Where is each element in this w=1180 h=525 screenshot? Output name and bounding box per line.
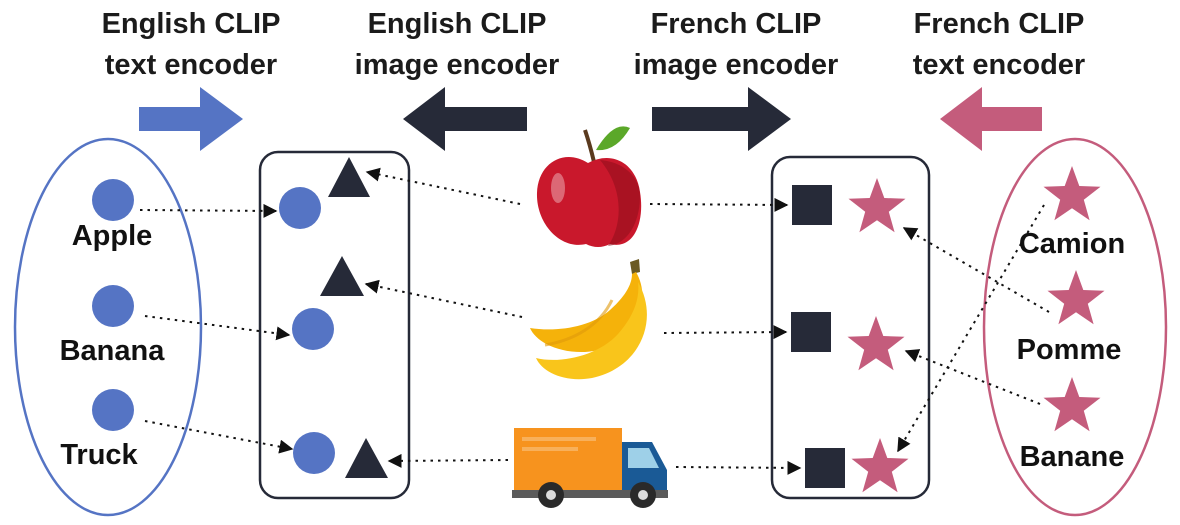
arrow-right-dark-icon <box>652 87 791 151</box>
english-word-dot <box>92 389 134 431</box>
connector <box>675 460 802 475</box>
french-word-star <box>1043 166 1101 221</box>
english-image-embedding <box>328 157 370 197</box>
connector <box>387 453 509 468</box>
header-line: image encoder <box>354 49 560 81</box>
header-line: French CLIP <box>913 8 1085 40</box>
connector <box>144 315 291 341</box>
header-french-image-encoder: French CLIP image encoder <box>606 4 866 86</box>
header-line: English CLIP <box>101 8 281 40</box>
header-line: text encoder <box>912 49 1086 81</box>
connector <box>144 420 294 454</box>
english-embedding-box <box>258 150 411 500</box>
english-text-embedding <box>293 432 335 474</box>
english-word-label: Apple <box>72 220 153 252</box>
connector <box>139 203 278 218</box>
connector <box>902 227 1050 313</box>
banana-icon <box>530 259 647 380</box>
english-word-dot <box>92 285 134 327</box>
connector <box>663 325 788 340</box>
french-text-embedding <box>851 438 909 493</box>
french-text-embedding <box>848 178 906 233</box>
english-text-ellipse <box>13 137 203 517</box>
connector <box>365 167 521 205</box>
french-word-star <box>1043 377 1101 432</box>
english-word-label: Truck <box>60 439 138 471</box>
english-image-embedding <box>320 256 364 296</box>
french-image-embedding <box>791 312 831 352</box>
header-english-image-encoder: English CLIP image encoder <box>327 4 587 86</box>
english-text-embedding <box>279 187 321 229</box>
english-word-label: Banana <box>60 335 166 367</box>
arrow-left-dark-icon <box>403 87 527 151</box>
connector <box>904 349 1041 405</box>
english-image-embedding <box>345 438 388 478</box>
arrow-right-blue-icon <box>139 87 243 151</box>
english-word-dot <box>92 179 134 221</box>
truck-icon <box>512 428 668 508</box>
mapping-connectors <box>139 167 1050 475</box>
header-line: English CLIP <box>367 8 547 40</box>
apple-icon <box>536 126 642 247</box>
header-english-text-encoder: English CLIP text encoder <box>61 4 321 86</box>
french-word-label: Pomme <box>1017 334 1122 366</box>
connector <box>364 279 523 318</box>
connector <box>649 197 789 212</box>
arrow-left-pink-icon <box>940 87 1042 151</box>
french-text-ellipse <box>982 137 1168 517</box>
header-line: image encoder <box>633 49 839 81</box>
french-word-label: Camion <box>1019 228 1125 260</box>
french-image-embedding <box>792 185 832 225</box>
french-image-embedding <box>805 448 845 488</box>
header-line: French CLIP <box>650 8 822 40</box>
french-word-star <box>1047 270 1105 325</box>
english-text-embedding <box>292 308 334 350</box>
french-word-label: Banane <box>1020 441 1125 473</box>
header-line: text encoder <box>104 49 278 81</box>
french-text-embedding <box>847 316 905 371</box>
header-french-text-encoder: French CLIP text encoder <box>869 4 1129 86</box>
connector <box>897 204 1045 453</box>
french-embedding-box <box>770 155 931 500</box>
